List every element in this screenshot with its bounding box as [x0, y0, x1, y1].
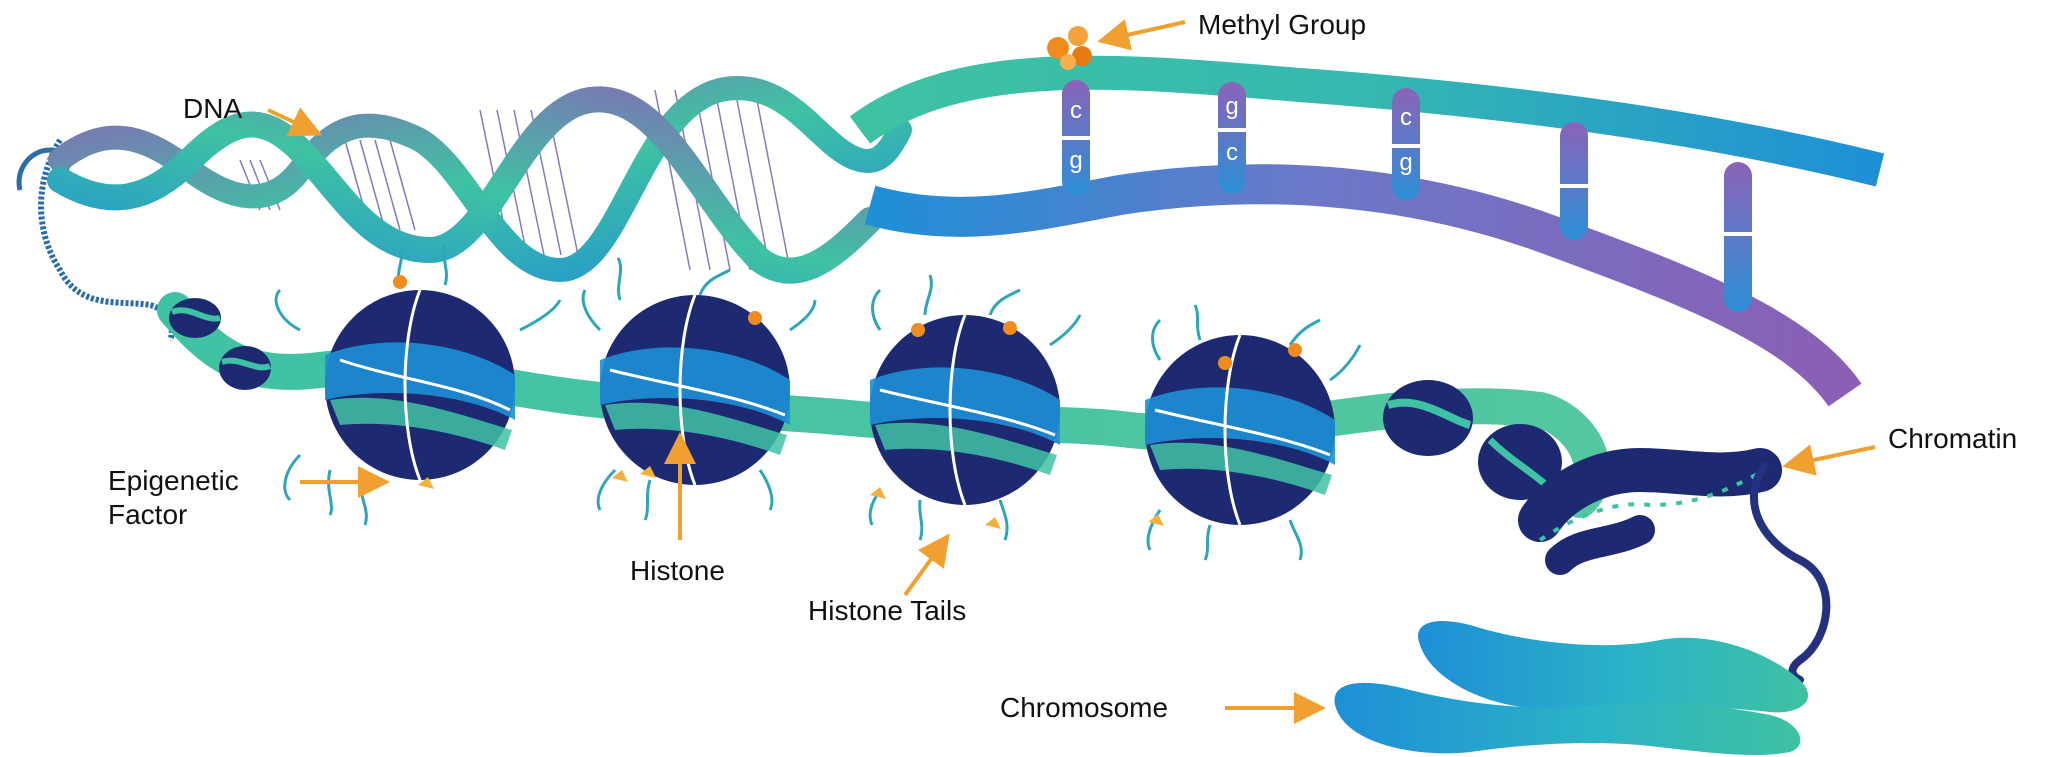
label-epigenetic-factor-line2: Factor: [108, 499, 187, 530]
label-chromosome: Chromosome: [1000, 692, 1168, 723]
methyl-marks: [393, 275, 1302, 370]
label-chromatin-group: Chromatin: [1790, 423, 2017, 465]
base-pair-1: c g: [1062, 80, 1090, 195]
epigenetic-factors: [418, 466, 1164, 529]
label-epigenetic-factor-group: Epigenetic Factor: [108, 465, 382, 530]
base-label: c: [1226, 139, 1238, 166]
chromosome: [1335, 621, 1809, 755]
nucleosome-small-2: [219, 346, 271, 390]
label-dna: DNA: [183, 93, 242, 124]
arrow-chromatin: [1790, 447, 1875, 465]
label-chromosome-group: Chromosome: [1000, 692, 1318, 723]
nucleosome-2: [600, 295, 790, 485]
chromatin-fiber: [169, 290, 1826, 680]
nucleosome-3: [870, 315, 1060, 505]
base-pair-5: [1724, 162, 1752, 312]
base-label: g: [1069, 147, 1082, 174]
base-label: c: [1070, 97, 1082, 124]
label-histone-tails: Histone Tails: [808, 595, 966, 626]
label-chromatin: Chromatin: [1888, 423, 2017, 454]
compact-chromatin: [1540, 470, 1765, 560]
chromatid-1: [1418, 621, 1808, 712]
nucleosome-4: [1145, 335, 1335, 525]
nucleosome-1: [325, 290, 515, 480]
nucleosome-5: [1383, 380, 1473, 456]
label-methyl-group: Methyl Group: [1198, 9, 1366, 40]
label-histone: Histone: [630, 555, 725, 586]
base-label: c: [1400, 104, 1412, 131]
arrow-methyl: [1105, 22, 1185, 40]
label-methyl-group-group: Methyl Group: [1105, 9, 1366, 40]
arrow-histone-tails: [905, 540, 945, 595]
label-histone-tails-group: Histone Tails: [808, 540, 966, 626]
base-pair-4: [1560, 122, 1588, 240]
base-pair-3: c g: [1392, 88, 1420, 200]
ladder-top-strand: [860, 73, 1880, 170]
base-label: g: [1399, 149, 1412, 176]
base-pair-2: g c: [1218, 82, 1246, 194]
nucleosome-small-1: [169, 298, 221, 338]
base-label: g: [1225, 93, 1238, 120]
chromatin-strand: [1754, 465, 1826, 680]
label-epigenetic-factor-line1: Epigenetic: [108, 465, 239, 496]
